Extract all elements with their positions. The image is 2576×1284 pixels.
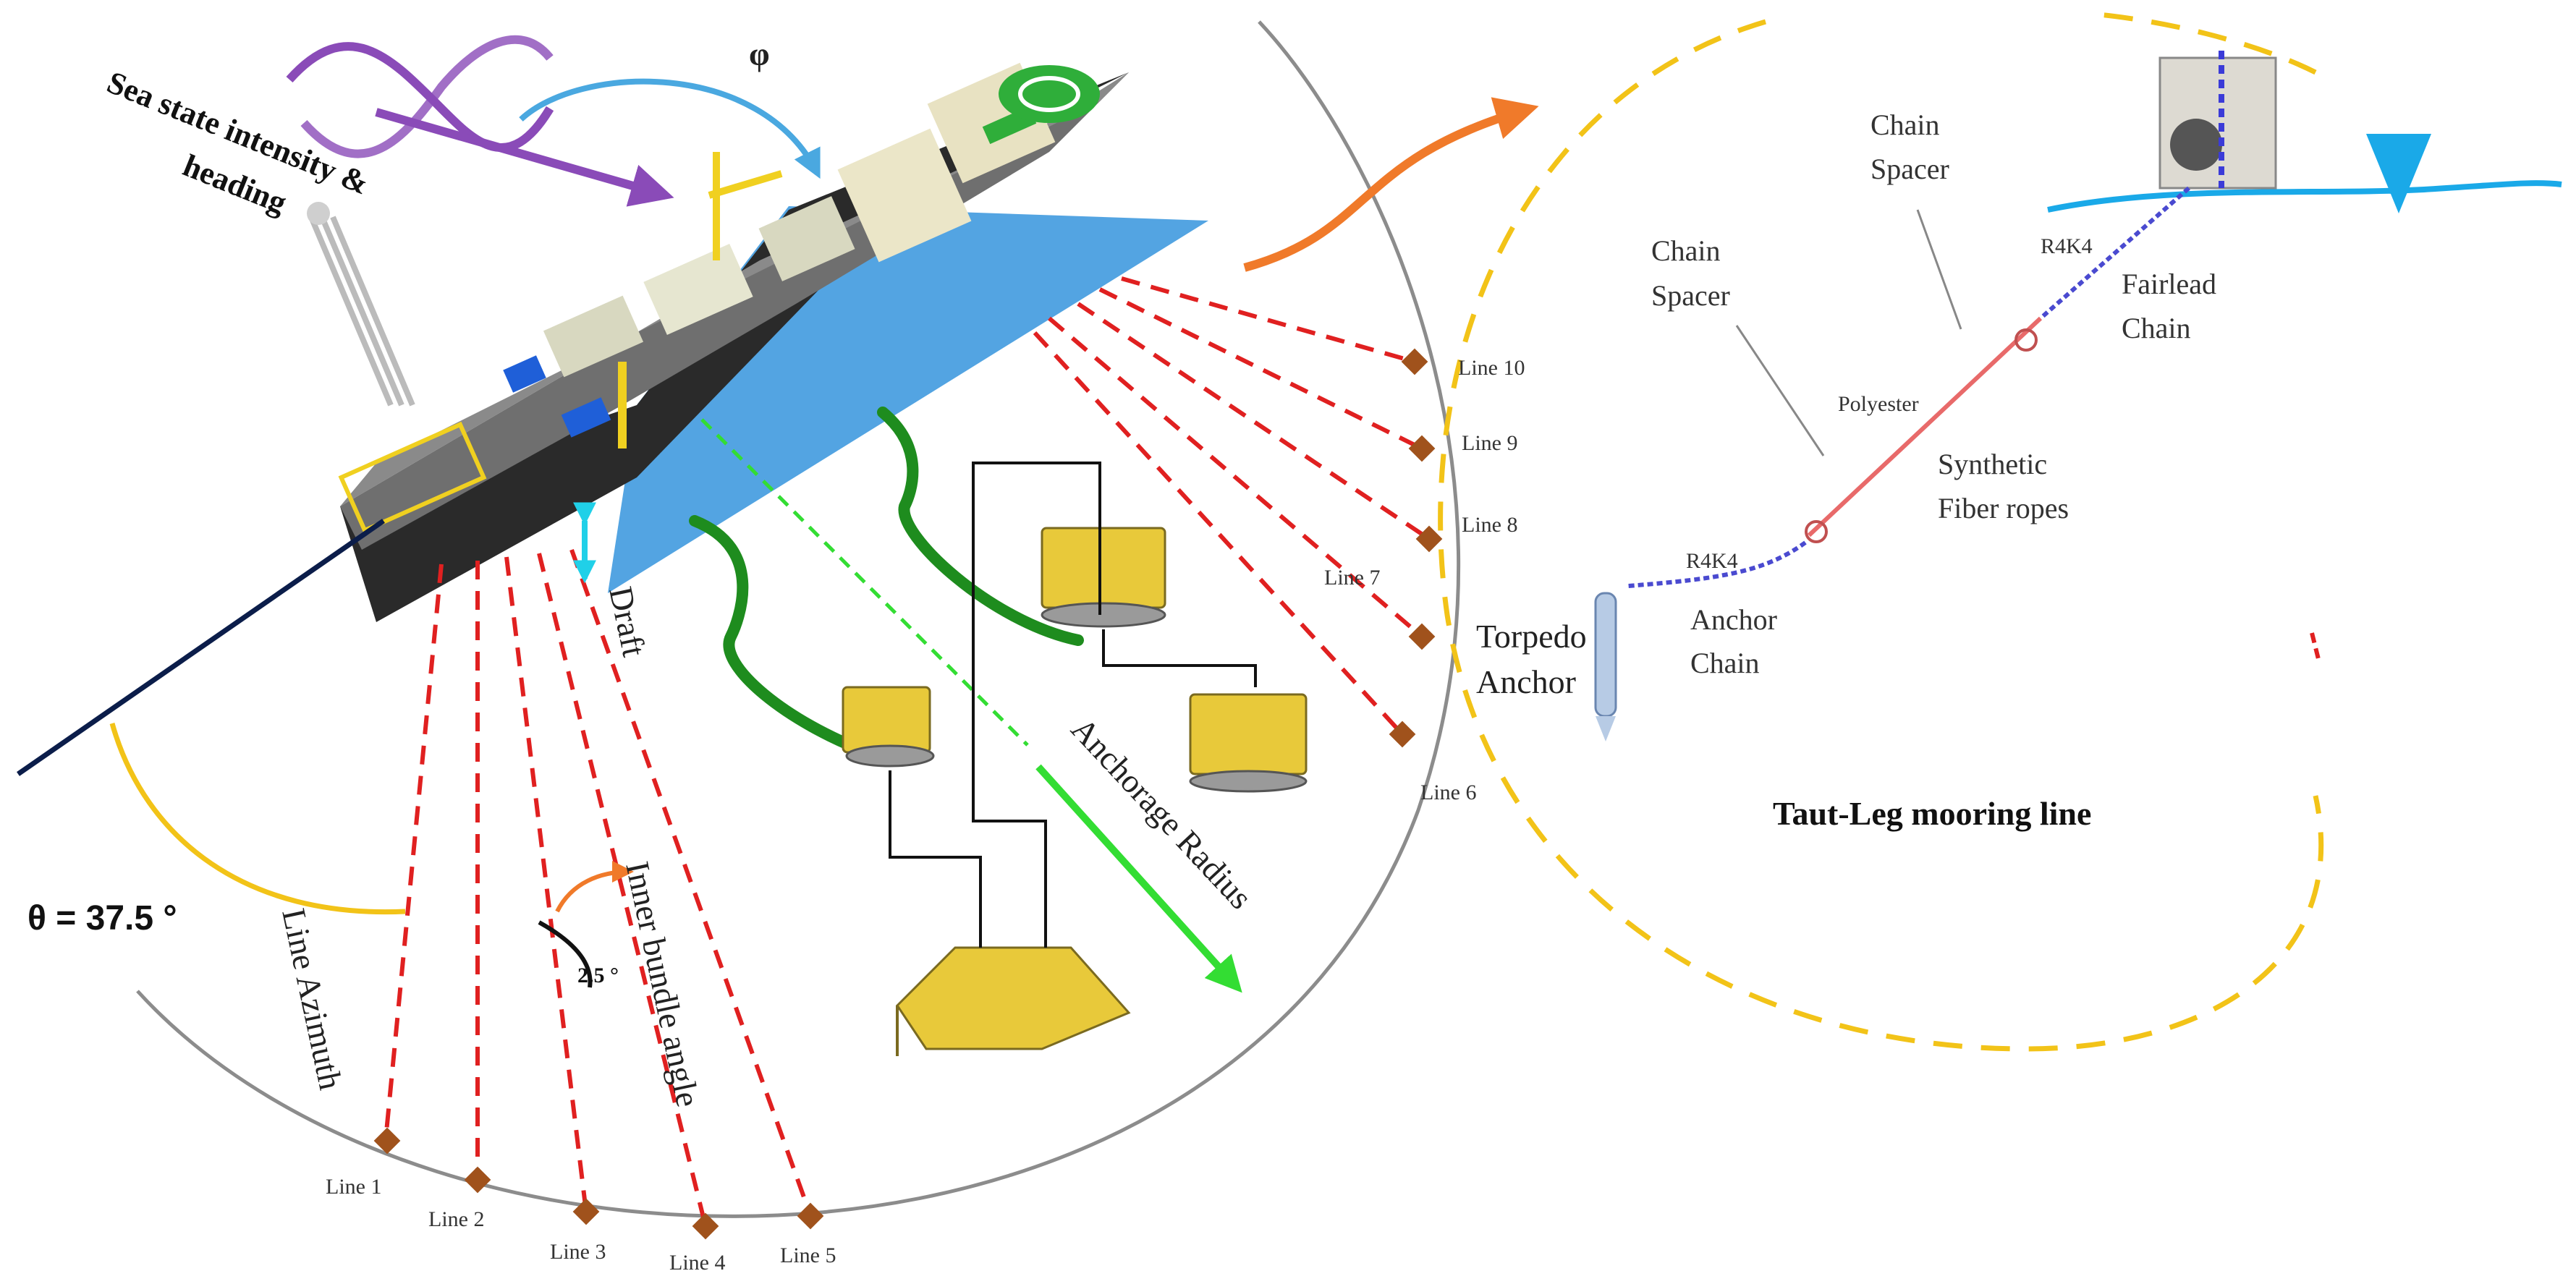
phi-arc bbox=[519, 78, 821, 179]
bow-axis-line bbox=[17, 519, 385, 776]
line-azimuth-label: Line Azimuth bbox=[275, 905, 349, 1092]
fairlead-label-2: Chain bbox=[2122, 312, 2191, 344]
r4k4-bottom-label: R4K4 bbox=[1686, 549, 1738, 573]
taut-leg-title: Taut-Leg mooring line bbox=[1773, 795, 2091, 832]
anchor-9 bbox=[1408, 435, 1436, 462]
mooring-line-8 bbox=[1077, 302, 1431, 541]
anchorage-radius-arrow bbox=[1035, 764, 1242, 993]
manifold-2 bbox=[1041, 527, 1166, 628]
manifold-1 bbox=[842, 686, 935, 768]
anchor-1 bbox=[373, 1127, 401, 1155]
polyester-rope bbox=[1807, 316, 2043, 537]
fairlead-label: Fairlead bbox=[2122, 268, 2216, 300]
line-label-6: Line 6 bbox=[1420, 781, 1476, 804]
anchor-8 bbox=[1415, 525, 1443, 553]
detail-pointer-arrow bbox=[1243, 97, 1539, 272]
line-label-5: Line 5 bbox=[780, 1243, 836, 1267]
chain-spacer-left-label-2: Spacer bbox=[1651, 279, 1730, 312]
wave-icon bbox=[286, 42, 554, 153]
detail-mooring-tail bbox=[2310, 632, 2321, 663]
line-label-9: Line 9 bbox=[1462, 431, 1517, 455]
anchor-10 bbox=[1401, 348, 1428, 375]
line-label-2: Line 2 bbox=[428, 1207, 484, 1231]
synthetic-label: Synthetic bbox=[1938, 448, 2047, 480]
polyester-label: Polyester bbox=[1838, 392, 1919, 416]
line-label-7: Line 7 bbox=[1324, 566, 1380, 590]
phi-label: φ bbox=[749, 35, 770, 72]
inner-bundle-arc bbox=[538, 920, 593, 988]
theta-arc bbox=[109, 723, 406, 915]
water-level-marker bbox=[2366, 134, 2431, 213]
wave-icon-2 bbox=[300, 35, 554, 158]
anchor-markers bbox=[373, 348, 1443, 1240]
anchor-chain-label: Anchor bbox=[1690, 603, 1777, 636]
torpedo-anchor-label: Torpedo bbox=[1476, 618, 1587, 655]
chain-spacer-left-label: Chain bbox=[1651, 234, 1721, 267]
anchor-2 bbox=[464, 1166, 491, 1194]
r4k4-top-label: R4K4 bbox=[2041, 234, 2093, 258]
risers bbox=[689, 407, 1084, 758]
chain-spacer-top-label: Chain bbox=[1870, 109, 1940, 141]
center-dashed-line bbox=[700, 418, 1029, 747]
mooring-line-10 bbox=[1121, 276, 1415, 364]
synthetic-label-2: Fiber ropes bbox=[1938, 492, 2069, 524]
torpedo-anchor bbox=[1594, 592, 1617, 718]
sea-state-arrow bbox=[375, 108, 674, 207]
anchor-3 bbox=[572, 1198, 600, 1225]
line-label-3: Line 3 bbox=[550, 1240, 606, 1264]
anchor-7 bbox=[1408, 623, 1436, 650]
line-label-4: Line 4 bbox=[669, 1251, 725, 1275]
mooring-lines bbox=[384, 276, 1431, 1227]
chain-spacer-top-label-2: Spacer bbox=[1870, 153, 1949, 185]
detail-circle bbox=[1438, 12, 2324, 1052]
line-label-10: Line 10 bbox=[1458, 356, 1525, 380]
manifold-3 bbox=[1189, 693, 1308, 793]
fairlead-chain bbox=[2039, 186, 2190, 320]
taut-leg-detail bbox=[1594, 51, 2562, 741]
anchor-chain bbox=[1627, 540, 1807, 588]
jumper-lines bbox=[889, 462, 1257, 948]
fairlead-structure bbox=[2158, 56, 2277, 190]
riser-2 bbox=[877, 407, 1084, 646]
anchor-5 bbox=[797, 1202, 824, 1230]
mooring-line-5 bbox=[569, 548, 813, 1217]
inner-bundle-arrow bbox=[555, 861, 634, 913]
mooring-line-4 bbox=[537, 553, 708, 1227]
anchor-6 bbox=[1389, 720, 1416, 748]
mooring-line-1 bbox=[384, 564, 444, 1140]
anchor-4 bbox=[692, 1212, 719, 1240]
subsea-equipment bbox=[842, 527, 1308, 1056]
fpso-vessel bbox=[307, 62, 1129, 622]
line-label-1: Line 1 bbox=[326, 1175, 381, 1199]
draft-label: Draft bbox=[602, 583, 653, 660]
riser-1 bbox=[689, 515, 874, 758]
mooring-line-7 bbox=[1048, 316, 1423, 639]
anchor-chain-label-2: Chain bbox=[1690, 647, 1760, 679]
torpedo-anchor-label-2: Anchor bbox=[1476, 663, 1576, 700]
theta-label: θ = 37.5 ° bbox=[27, 899, 177, 938]
mooring-line-3 bbox=[504, 556, 588, 1212]
waterline bbox=[2047, 180, 2562, 213]
inner-angle-value: 2.5 ° bbox=[577, 964, 619, 987]
line-label-8: Line 8 bbox=[1462, 513, 1517, 537]
manifold-4 bbox=[896, 946, 1131, 1056]
